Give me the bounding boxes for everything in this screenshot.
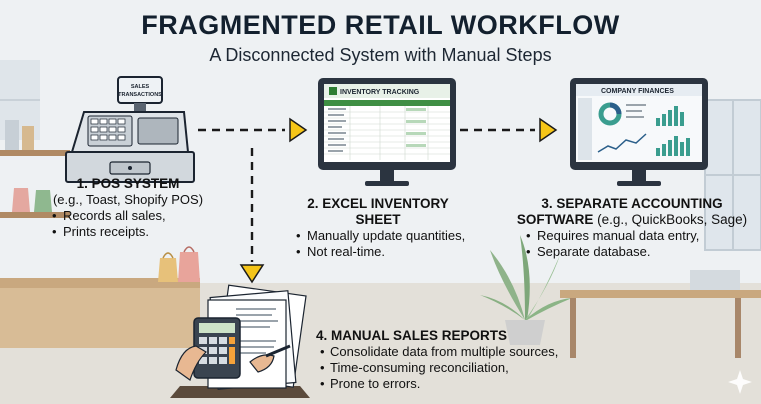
bullet-item: Records all sales, bbox=[52, 208, 254, 224]
pos-display-text-line2: TRANSACTIONS bbox=[118, 92, 162, 98]
page-title: FRAGMENTED RETAIL WORKFLOW bbox=[141, 10, 620, 40]
cash-register-icon: SALES TRANSACTIONS bbox=[65, 76, 195, 183]
excel-screen-title: INVENTORY TRACKING bbox=[340, 89, 420, 96]
bullet-item: Prints receipts. bbox=[52, 224, 254, 240]
step-pos-heading: 1. POS SYSTEM bbox=[76, 176, 180, 191]
step-pos-bullets: Records all sales, Prints receipts. bbox=[52, 208, 254, 240]
shelf bbox=[0, 120, 70, 218]
step-excel-heading: 2. EXCEL INVENTORY SHEET bbox=[307, 196, 449, 227]
step-manual-reports: 4. MANUAL SALES REPORTS Consolidate data… bbox=[316, 328, 616, 392]
bullet-item: Separate database. bbox=[526, 244, 752, 260]
step-pos-system: 1. POS SYSTEM (e.g., Toast, Shopify POS)… bbox=[44, 176, 254, 240]
page-subtitle: A Disconnected System with Manual Steps bbox=[209, 45, 552, 65]
window bbox=[704, 99, 761, 251]
step-reports-bullets: Consolidate data from multiple sources, … bbox=[320, 344, 616, 392]
desk bbox=[560, 270, 761, 358]
bullet-item: Prone to errors. bbox=[320, 376, 616, 392]
step-accounting-heading-line1: 3. SEPARATE ACCOUNTING bbox=[541, 196, 723, 211]
finance-monitor-icon: COMPANY FINANCES bbox=[570, 78, 708, 186]
paperwork-calculator-icon bbox=[170, 284, 310, 398]
bullet-item: Not real-time. bbox=[296, 244, 488, 260]
excel-monitor-icon: INVENTORY TRACKING bbox=[318, 78, 456, 186]
step-accounting-heading-rest: (e.g., QuickBooks, Sage) bbox=[593, 212, 748, 227]
bullet-item: Consolidate data from multiple sources, bbox=[320, 344, 616, 360]
step-accounting-heading-line2: SOFTWARE (e.g., QuickBooks, Sage) bbox=[512, 212, 752, 228]
bullet-item: Time-consuming reconciliation, bbox=[320, 360, 616, 376]
connector-pos-to-excel bbox=[198, 117, 308, 143]
step-accounting-software: 3. SEPARATE ACCOUNTING SOFTWARE (e.g., Q… bbox=[512, 196, 752, 260]
pos-display-text-line1: SALES bbox=[131, 84, 150, 90]
connector-excel-to-accounting bbox=[460, 117, 558, 143]
bullet-item: Requires manual data entry, bbox=[526, 228, 752, 244]
step-pos-subheading: (e.g., Toast, Shopify POS) bbox=[52, 192, 204, 207]
sparkle-icon bbox=[728, 370, 752, 394]
step-excel-sheet: 2. EXCEL INVENTORY SHEET Manually update… bbox=[288, 196, 488, 260]
finance-screen-title: COMPANY FINANCES bbox=[601, 88, 674, 95]
step-excel-bullets: Manually update quantities, Not real-tim… bbox=[296, 228, 488, 260]
shopping-bags bbox=[158, 246, 200, 282]
plant-icon bbox=[480, 235, 572, 345]
step-reports-heading: 4. MANUAL SALES REPORTS bbox=[316, 328, 508, 343]
step-accounting-heading-bold: SOFTWARE bbox=[516, 212, 594, 227]
bullet-item: Manually update quantities, bbox=[296, 228, 488, 244]
connector-pos-to-reports bbox=[239, 148, 265, 284]
step-accounting-bullets: Requires manual data entry, Separate dat… bbox=[526, 228, 752, 260]
